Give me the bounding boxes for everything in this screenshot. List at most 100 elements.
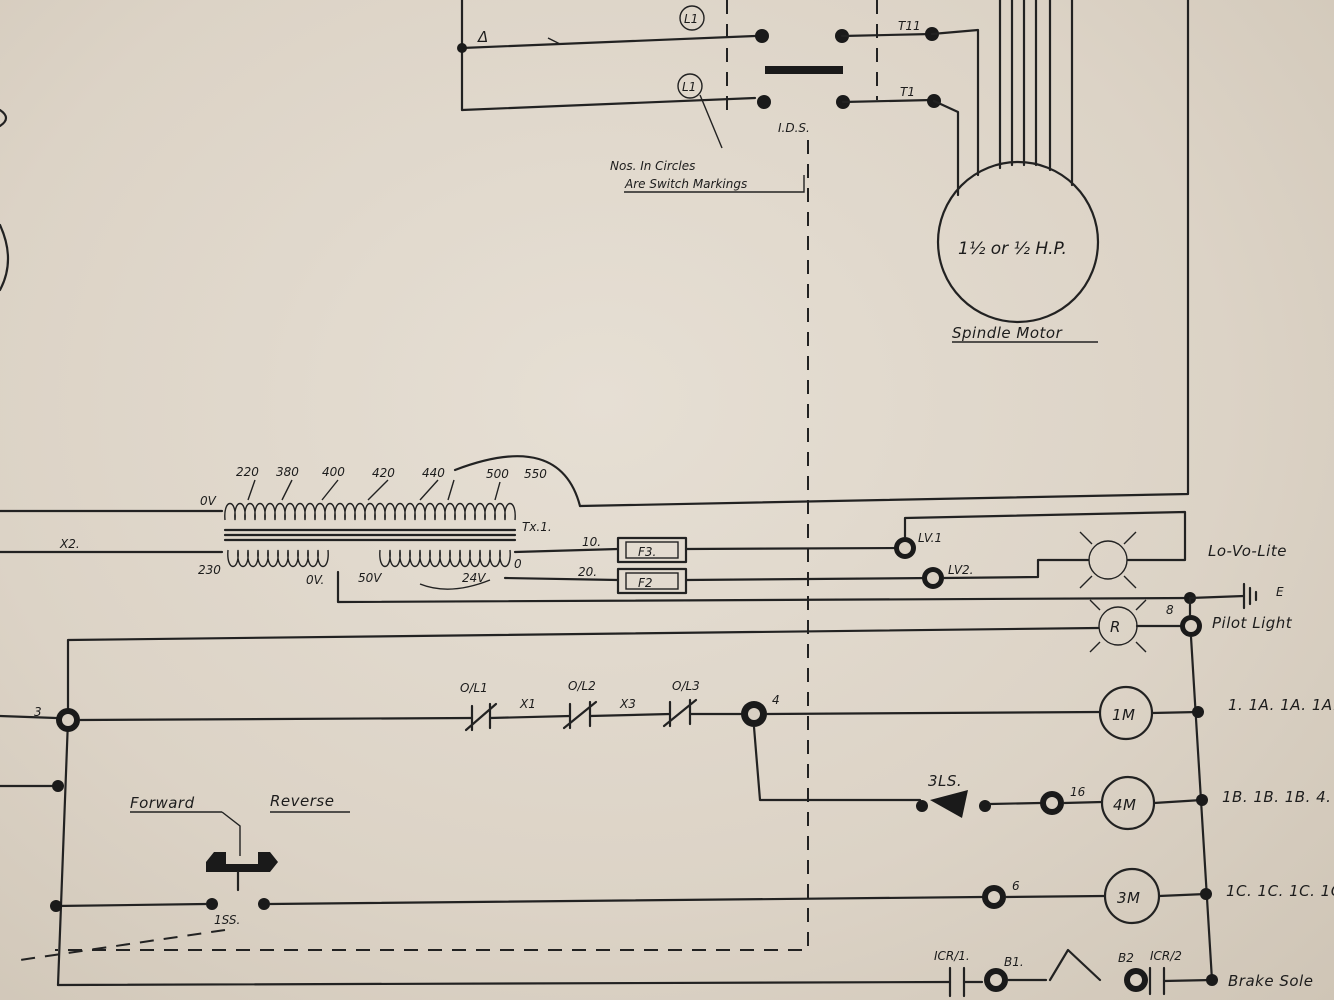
- overload-contact-ol3: [662, 698, 698, 728]
- neutral-bus: [1188, 596, 1214, 982]
- wire-20: [503, 576, 620, 582]
- ls3-label: 3LS.: [928, 772, 962, 790]
- node-3-label: 3: [34, 705, 42, 719]
- wire-1a-label: 1. 1A. 1A. 1A.: [1228, 696, 1334, 714]
- fuse-f2-inner: [625, 572, 679, 590]
- rung-3m-wire-c: [1004, 894, 1106, 899]
- node-16-label: 16: [1070, 785, 1086, 799]
- secondary-tap-arrow: [419, 579, 491, 590]
- selector-contact-left: [206, 898, 218, 910]
- node-6-label: 6: [1012, 879, 1020, 893]
- iss-label: 1SS.: [214, 913, 240, 927]
- rung-3m-wire-a: [54, 902, 208, 908]
- wire-to-lv1: [684, 546, 907, 551]
- transformer-tx1: 0V X2. 220 380 400 420 440 500 550 Tx.1.…: [0, 455, 1192, 604]
- fuse-f3-inner: [625, 541, 679, 559]
- dashed-link-forward: [19, 929, 226, 961]
- switch-marking-l1-top: L1: [684, 12, 698, 26]
- ls3-contact-left: [916, 800, 928, 812]
- ol2-label: O/L2: [568, 679, 596, 693]
- terminal-b2-inner: [1130, 974, 1142, 986]
- coil-3m-return: [1157, 892, 1208, 898]
- icr11-label: ICR/1.: [934, 949, 970, 963]
- tap-440: 440: [422, 466, 445, 480]
- ov-secondary-label: 0V.: [306, 573, 324, 587]
- motor-rating: 1½ or ½ H.P.: [958, 239, 1067, 259]
- supply-line-l1-bottom: [460, 96, 757, 112]
- lo-vo-lite-lamp: [1088, 540, 1128, 580]
- lv1-label: LV.1: [918, 531, 942, 545]
- motor-lead-1: [930, 28, 980, 177]
- ids-contact-bottom-left: [757, 95, 771, 109]
- switch-marking-circle-top: [679, 5, 705, 31]
- pilot-lamp-rays: [1089, 599, 1147, 653]
- neutral-node-4m: [1196, 794, 1208, 806]
- label-zero: 0: [514, 557, 522, 571]
- pilot-light-label: Pilot Light: [1212, 614, 1293, 632]
- ls3-contact-right: [979, 800, 991, 812]
- secondary-winding-24v: [379, 549, 511, 568]
- delta-label: Δ: [477, 28, 489, 46]
- rung-4m-wire-c: [1062, 800, 1104, 805]
- terminal-4-inner: [748, 708, 760, 720]
- pilot-lamp-label: R: [1110, 618, 1121, 636]
- isolator-section: Δ L1 L1 I.D.S. T11 T1 Nos. In Circles Ar…: [457, 0, 1190, 508]
- node-8-label: 8: [1166, 603, 1174, 617]
- b2-label: B2: [1118, 951, 1134, 965]
- node-4-label: 4: [772, 693, 780, 707]
- switch-note-line2: Are Switch Markings: [624, 177, 747, 191]
- label-230: 230: [198, 563, 221, 577]
- rung-1m-wire-c: [588, 712, 672, 718]
- fuse-f2-label: F2: [638, 576, 653, 590]
- junction-node-bus: [52, 780, 64, 792]
- wire-1b-label: 1B. 1B. 1B. 4.: [1222, 788, 1331, 806]
- b1-label: B1.: [1004, 955, 1024, 969]
- tap-selector-arc: [453, 455, 582, 508]
- rung-1m-wire-a: [78, 716, 474, 722]
- ids-label: I.D.S.: [778, 121, 810, 135]
- motor-lead-2: [932, 99, 960, 197]
- tap-420: 420: [372, 466, 395, 480]
- selector-switch-1ss: [206, 852, 278, 872]
- edge-arc-2: [0, 223, 10, 292]
- junction-node: [457, 43, 467, 53]
- rung-brake-wire-c: [1162, 978, 1214, 983]
- spindle-motor-symbol: [936, 160, 1100, 324]
- ov-primary-label: 0V: [200, 494, 217, 508]
- pilot-feed-wire: [66, 626, 1100, 722]
- terminal-b1-inner: [990, 974, 1002, 986]
- rung-1m-wire-e: [765, 710, 1102, 716]
- terminal-8-inner: [1185, 620, 1197, 632]
- forward-label: Forward: [130, 794, 195, 812]
- tap-500: 500: [486, 467, 509, 481]
- x2-label: X2.: [59, 537, 80, 551]
- wire-20-label: 20.: [578, 565, 597, 579]
- wire-10: [513, 547, 620, 554]
- fuse-f3-label: F3.: [638, 545, 656, 559]
- wire-to-lv2: [684, 576, 934, 582]
- contact-icr12: [1148, 966, 1166, 996]
- control-circuit: R 8 Pilot Light 3 O/L1 X1 O/L2 X3 O/L3 4: [0, 596, 1334, 998]
- tap-400: 400: [322, 465, 345, 479]
- brake-solenoid-label: Brake Sole: [1228, 972, 1313, 990]
- coil-3m-label: 3M: [1117, 889, 1141, 907]
- label-50v: 50V: [358, 571, 382, 585]
- terminal-6-inner: [988, 891, 1000, 903]
- tap-220: 220: [236, 465, 259, 479]
- bus-node-3m: [50, 900, 62, 912]
- rung-1m-wire-b: [488, 714, 572, 720]
- ids-contact-top-left: [755, 29, 769, 43]
- wire-1c-label: 1C. 1C. 1C. 1C.: [1226, 882, 1334, 900]
- return-wire-right: [578, 0, 1190, 508]
- t11-label: T11: [898, 19, 921, 33]
- neutral-node-1m: [1192, 706, 1204, 718]
- earth-wire: [1188, 594, 1246, 600]
- switch-marking-l1-bottom: L1: [682, 80, 696, 94]
- lamp-rays: [1079, 531, 1137, 589]
- neutral-node-brake: [1206, 974, 1218, 986]
- spindle-motor-label: Spindle Motor: [952, 324, 1063, 342]
- bus-feed-3: [0, 714, 58, 720]
- rung-brake-wire-a: [56, 980, 952, 987]
